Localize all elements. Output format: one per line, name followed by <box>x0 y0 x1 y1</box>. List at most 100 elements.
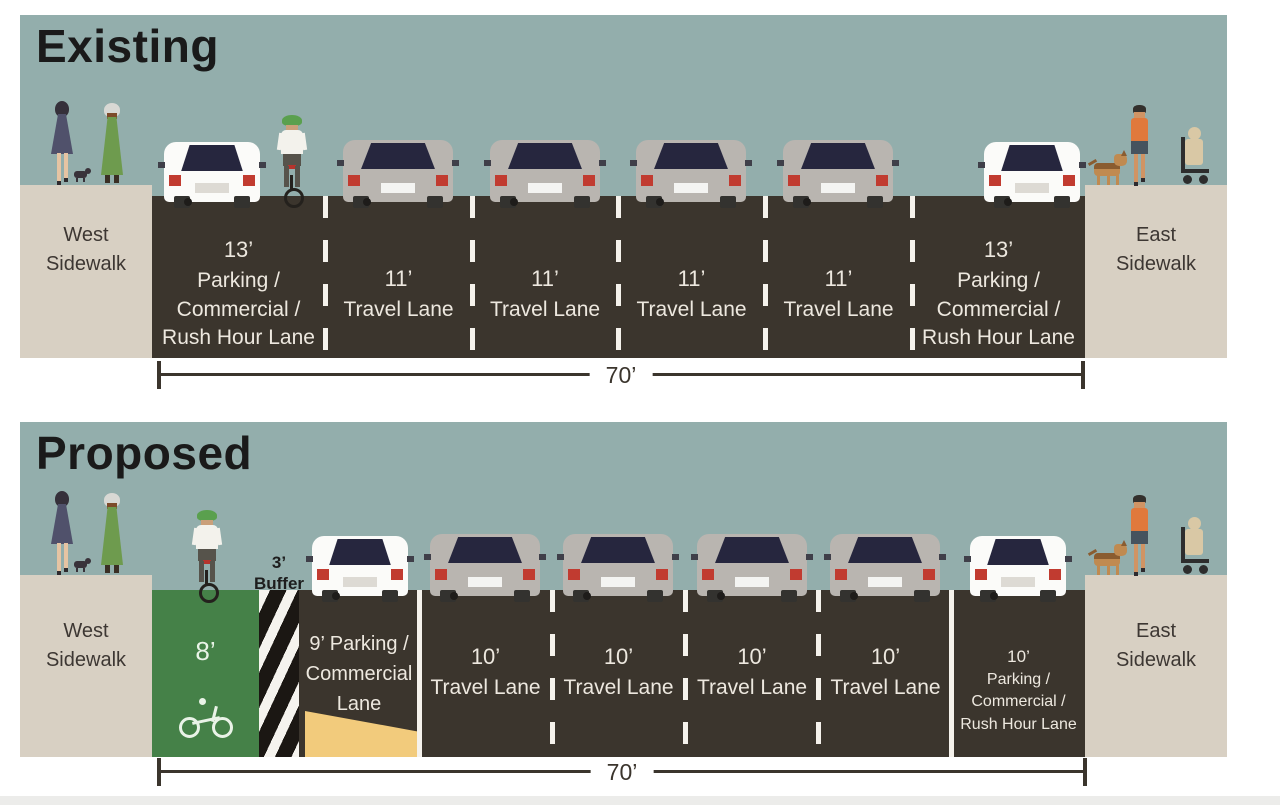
license-plate <box>381 183 415 193</box>
existing-panel: Existing West Sidewalk East Sidewalk 13’… <box>20 15 1227 358</box>
existing-total-width-dimension: 70’ <box>157 361 1085 389</box>
taillight <box>391 569 403 580</box>
proposed-title: Proposed <box>36 427 253 479</box>
license-plate <box>674 183 708 193</box>
white-car <box>306 536 414 602</box>
license-plate <box>195 183 229 193</box>
gray-car <box>424 534 546 602</box>
license-plate <box>735 577 769 587</box>
lane-divider-dashed <box>550 590 555 757</box>
taillight <box>495 175 507 186</box>
taillight <box>243 175 255 186</box>
lane-divider-solid <box>949 590 954 757</box>
taillight <box>1063 175 1075 186</box>
hair <box>55 101 69 117</box>
gray-car <box>557 534 679 602</box>
existing-lane-travel-3: 11’ Travel Lane <box>636 265 747 321</box>
taillight <box>656 569 668 580</box>
cyclist <box>187 510 227 603</box>
existing-lane-parking-west: 13’ Parking / Commercial / Rush Hour Lan… <box>162 237 315 350</box>
lane-divider-dashed <box>763 196 768 358</box>
proposed-roadway: 8’ 9’ Parking / Commercial Lane 10’ Trav… <box>152 590 1085 757</box>
existing-lane-travel-2: 11’ Travel Lane <box>489 265 601 321</box>
proposed-lane-travel-1: 10’ Travel Lane <box>430 644 541 700</box>
gray-car <box>824 534 946 602</box>
license-plate <box>821 183 855 193</box>
license-plate <box>868 577 902 587</box>
white-car <box>978 142 1086 208</box>
white-car <box>964 536 1072 602</box>
lane-divider-dashed <box>470 196 475 358</box>
license-plate <box>528 183 562 193</box>
cyclist <box>272 115 312 208</box>
existing-west-sidewalk: West Sidewalk <box>20 185 152 358</box>
car-window <box>448 537 522 563</box>
wheelchair-user <box>1178 517 1214 575</box>
proposed-total-width-label: 70’ <box>590 758 654 786</box>
license-plate <box>343 577 377 587</box>
proposed-east-sidewalk: East Sidewalk <box>1085 575 1227 757</box>
small-dog <box>74 558 92 572</box>
taillight <box>348 175 360 186</box>
tan-dog <box>1087 540 1128 575</box>
proposed-lane-travel-3: 10’ Travel Lane <box>696 644 808 700</box>
existing-east-sidewalk: East Sidewalk <box>1085 185 1227 358</box>
wheelchair-user <box>1178 127 1214 185</box>
proposed-lane-travel-2: 10’ Travel Lane <box>563 644 674 700</box>
buffer-width-label: 3’ Buffer <box>253 553 305 594</box>
lane-divider-dashed <box>323 196 328 358</box>
car-window <box>1001 145 1063 171</box>
pedestrian-woman-dark-dress <box>48 101 76 185</box>
existing-title: Existing <box>36 20 219 72</box>
car-window <box>181 145 243 171</box>
gray-car <box>630 140 752 208</box>
proposed-bike-lane: 8’ <box>152 590 259 757</box>
bike-lane-width-label: 8’ <box>195 636 216 666</box>
pedestrian-orange-shirt <box>1125 105 1153 186</box>
taillight <box>835 569 847 580</box>
small-dog <box>74 168 92 182</box>
taillight <box>568 569 580 580</box>
gray-car <box>691 534 813 602</box>
taillight <box>169 175 181 186</box>
taillight <box>435 569 447 580</box>
lane-divider-dashed <box>816 590 821 757</box>
existing-lane-travel-1: 11’ Travel Lane <box>343 265 454 321</box>
taillight <box>523 569 535 580</box>
taillight <box>641 175 653 186</box>
lane-divider-dashed <box>616 196 621 358</box>
taillight <box>317 569 329 580</box>
taillight <box>702 569 714 580</box>
taillight <box>923 569 935 580</box>
car-window <box>329 539 391 565</box>
west-sidewalk-label: West Sidewalk <box>45 620 127 671</box>
lane-divider-dashed <box>910 196 915 358</box>
car-window <box>987 539 1049 565</box>
gray-car <box>337 140 459 208</box>
existing-roadway: 13’ Parking / Commercial / Rush Hour Lan… <box>152 196 1085 358</box>
pedestrian-woman-dark-dress <box>48 491 76 575</box>
pedestrian-woman-green-dress <box>98 493 126 575</box>
tan-dog <box>1087 150 1128 185</box>
existing-total-width-label: 70’ <box>589 361 653 389</box>
car-window <box>361 143 435 169</box>
car-window <box>654 143 728 169</box>
proposed-lane-parking-east: 10’ Parking / Commercial / Rush Hour Lan… <box>960 646 1077 733</box>
proposed-panel: Proposed West Sidewalk East Sidewalk 8’ … <box>20 422 1227 757</box>
bike-helmet <box>282 115 302 126</box>
pedestrian-orange-shirt <box>1125 495 1153 576</box>
pedestrian-woman-green-dress <box>98 103 126 185</box>
license-plate <box>601 577 635 587</box>
taillight <box>583 175 595 186</box>
taillight <box>436 175 448 186</box>
white-car <box>158 142 266 208</box>
taillight <box>975 569 987 580</box>
taillight <box>729 175 741 186</box>
bottom-edge-strip <box>0 796 1280 805</box>
car-window <box>715 537 789 563</box>
license-plate <box>1001 577 1035 587</box>
car-window <box>801 143 875 169</box>
gray-car <box>484 140 606 208</box>
license-plate <box>468 577 502 587</box>
west-sidewalk-label: West Sidewalk <box>45 224 127 275</box>
